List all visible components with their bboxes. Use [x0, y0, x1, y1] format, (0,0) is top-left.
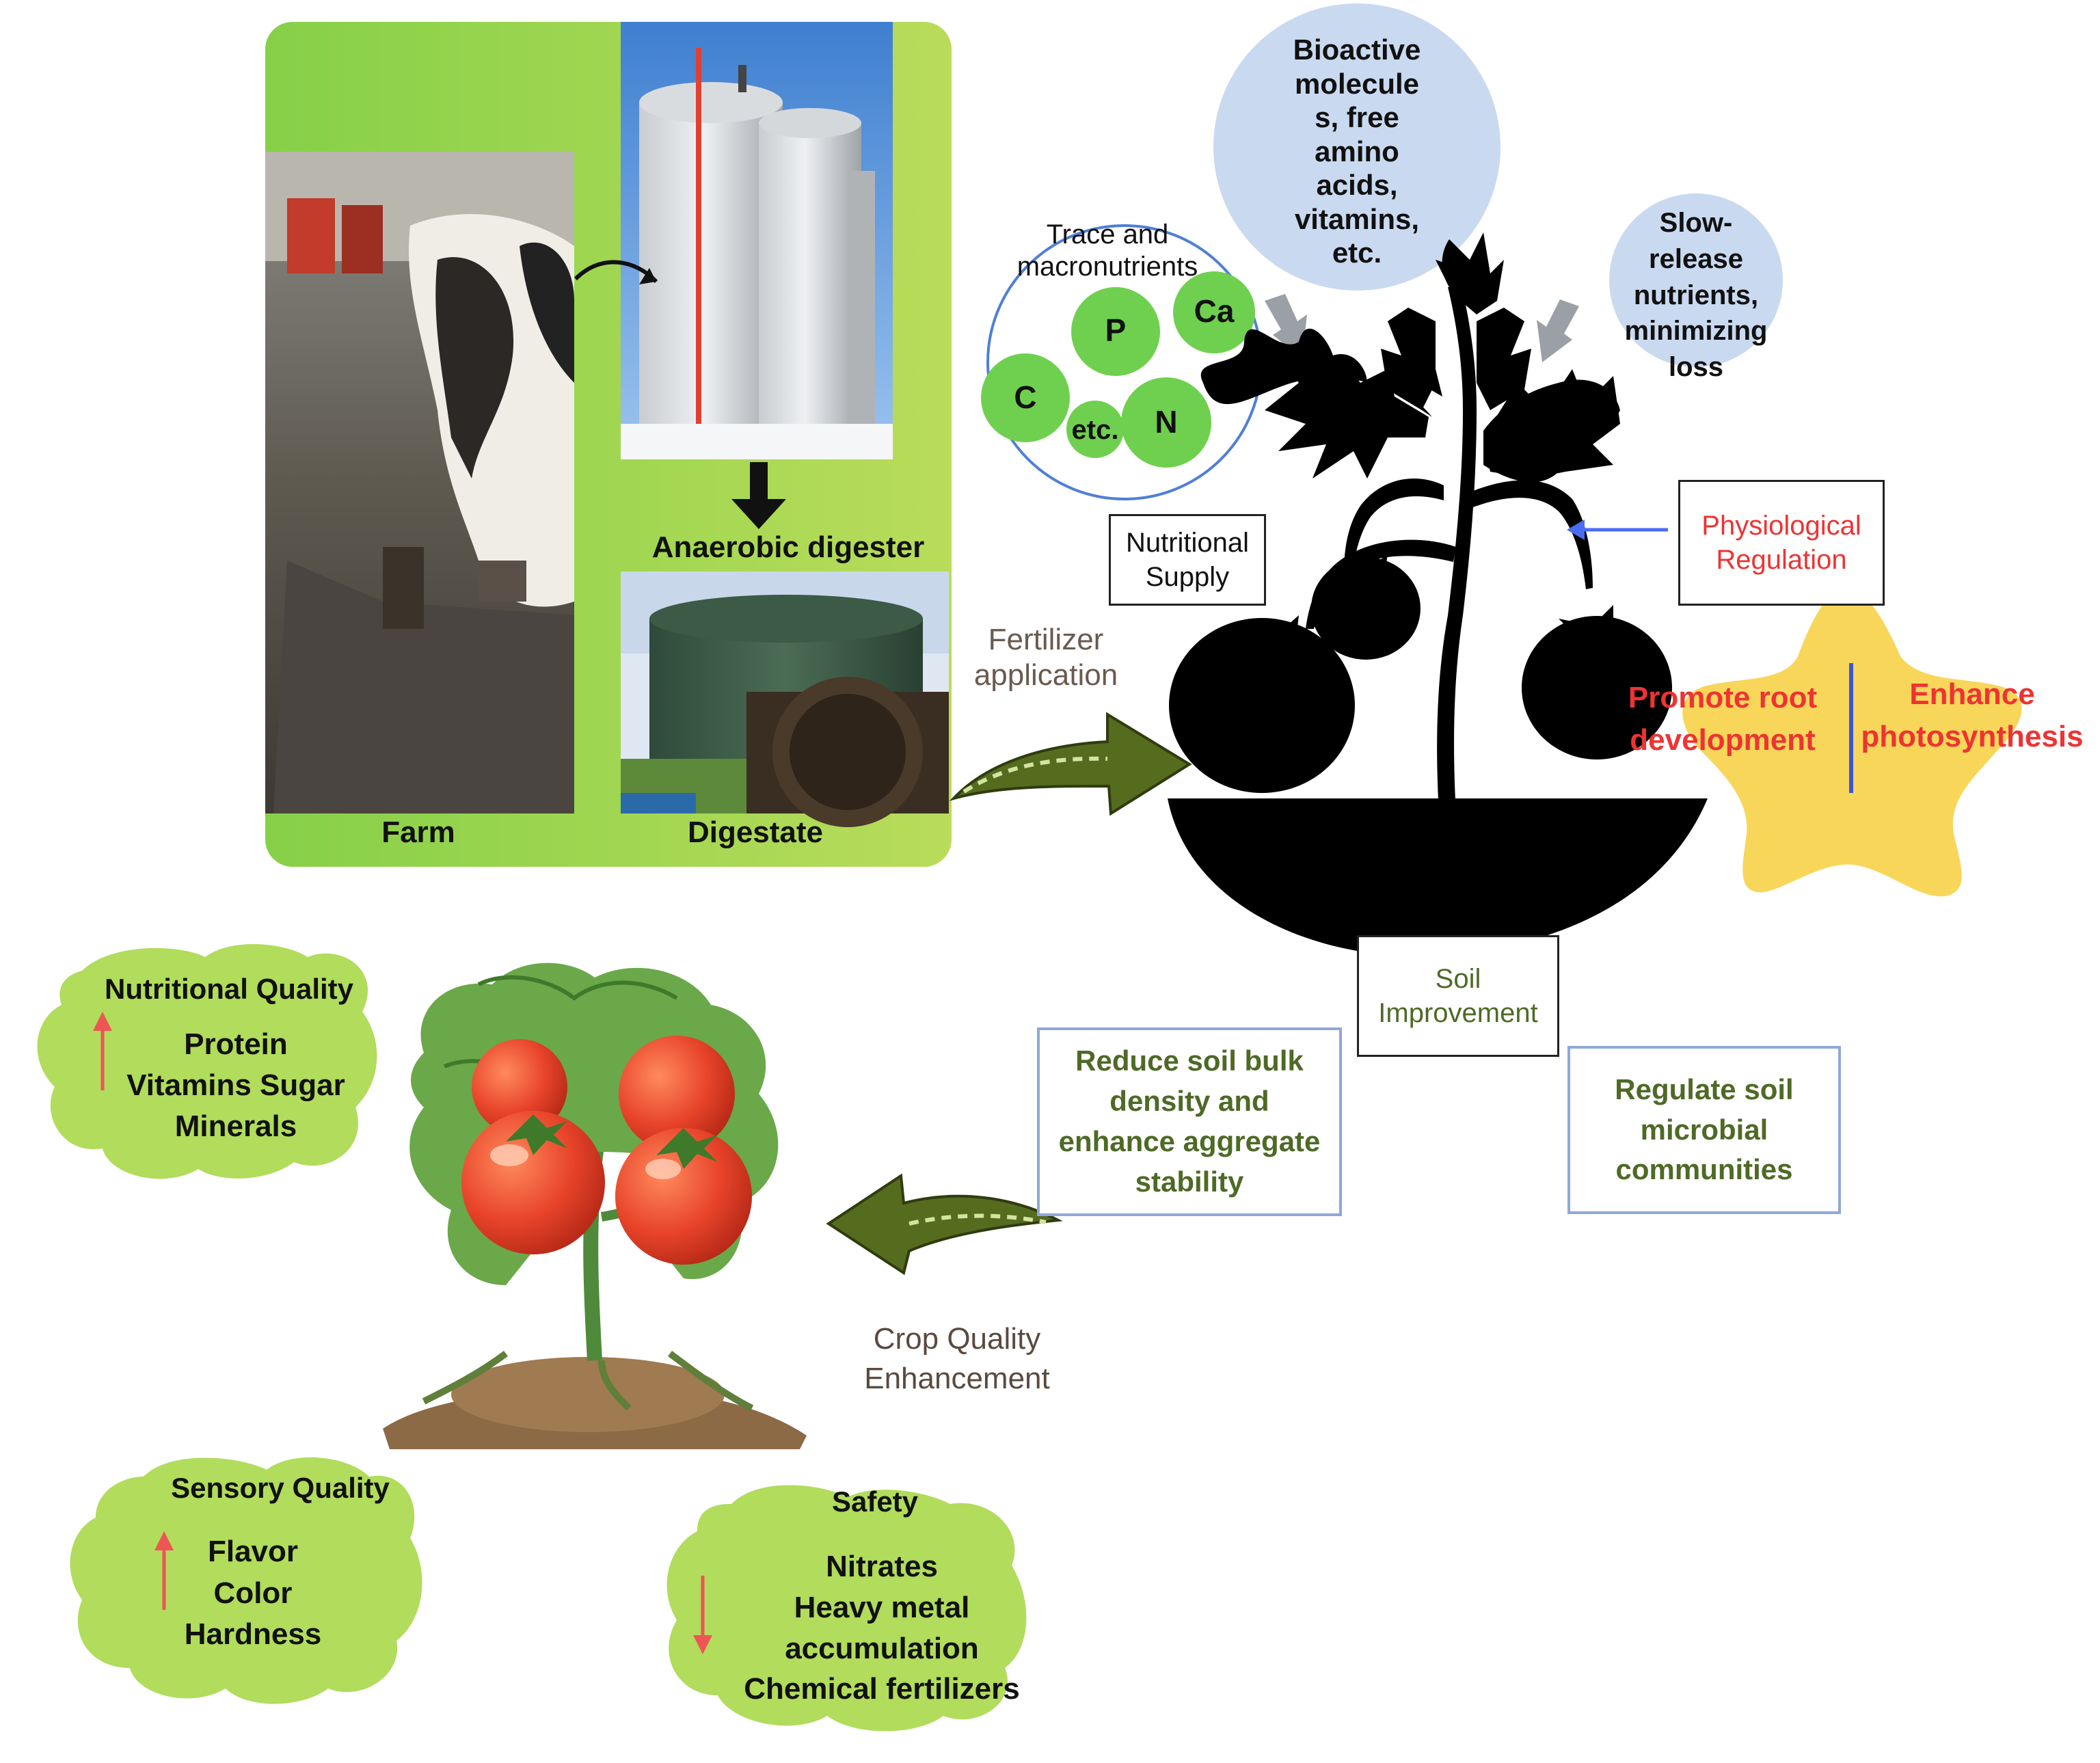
bioactive-arrow [1265, 294, 1307, 359]
safety-down-arrow [693, 1576, 712, 1654]
soil-microbial-box: Regulate soil microbial communities [1567, 1046, 1841, 1214]
nutrients-title: Trace and macronutrients [1017, 219, 1198, 282]
digestate-label: Digestate [687, 816, 824, 849]
digestate-photo [621, 571, 949, 827]
sensory-quality-title: Sensory Quality [171, 1472, 390, 1504]
sensory-quality-cloud [70, 1457, 422, 1704]
nutrient-etc [1066, 401, 1124, 458]
slow-release-arrow [1537, 299, 1579, 362]
nutrient-p [1071, 287, 1160, 376]
nutritional-up-arrow [93, 1012, 112, 1090]
tomato-plant-illustration [383, 963, 807, 1449]
slow-release-circle [1609, 193, 1783, 367]
farm-label: Farm [381, 816, 455, 849]
sensory-up-arrow [154, 1531, 174, 1610]
physiological-regulation-box: Physiological Regulation [1678, 480, 1885, 606]
bioactive-text: Bioactive molecule s, free amino acids, … [1293, 33, 1421, 269]
nutrient-c-label: C [1014, 379, 1037, 415]
fertilizer-application-label: Fertilizer application [973, 623, 1118, 692]
digester-to-digestate-arrow [731, 462, 786, 529]
bioactive-circle [1213, 3, 1500, 291]
safety-items: Nitrates Heavy metal accumulation Chemic… [744, 1550, 1020, 1706]
sensory-quality-items: Flavor Color Hardness [184, 1535, 322, 1652]
nutritional-quality-title: Nutritional Quality [104, 973, 353, 1005]
nutritional-supply-box: Nutritional Supply [1109, 514, 1266, 606]
fertilizer-application-arrow [949, 712, 1192, 816]
crop-quality-arrow [826, 1173, 1063, 1276]
nutrient-ca [1173, 271, 1255, 353]
plant-silhouette [1168, 232, 1708, 956]
slow-release-text: Slow- release nutrients, minimizing loss [1624, 208, 1768, 383]
soil-bulk-density-box: Reduce soil bulk density and enhance agg… [1037, 1027, 1342, 1216]
nutritional-quality-items: Protein Vitamins Sugar Minerals [126, 1027, 345, 1143]
nutrient-n [1121, 377, 1211, 468]
nutrient-p-label: P [1105, 312, 1127, 348]
safety-cloud [667, 1485, 1027, 1732]
nutritional-quality-cloud [37, 944, 377, 1179]
enhance-photosynthesis-text: Enhance photosynthesis [1861, 677, 2084, 753]
anaerobic-digester-label: Anaerobic digester [651, 530, 925, 564]
nutrient-etc-label: etc. [1071, 415, 1119, 445]
farm-photo [265, 152, 574, 813]
nutrient-c [981, 353, 1070, 442]
nutrient-ca-label: Ca [1194, 293, 1235, 329]
safety-title: Safety [831, 1485, 919, 1518]
digester-photo [621, 22, 893, 459]
nutrient-n-label: N [1155, 404, 1178, 440]
crop-quality-label: Crop Quality Enhancement [864, 1322, 1050, 1396]
promote-root-text: Promote root development [1628, 681, 1818, 757]
soil-improvement-box: Soil Improvement [1357, 935, 1559, 1057]
